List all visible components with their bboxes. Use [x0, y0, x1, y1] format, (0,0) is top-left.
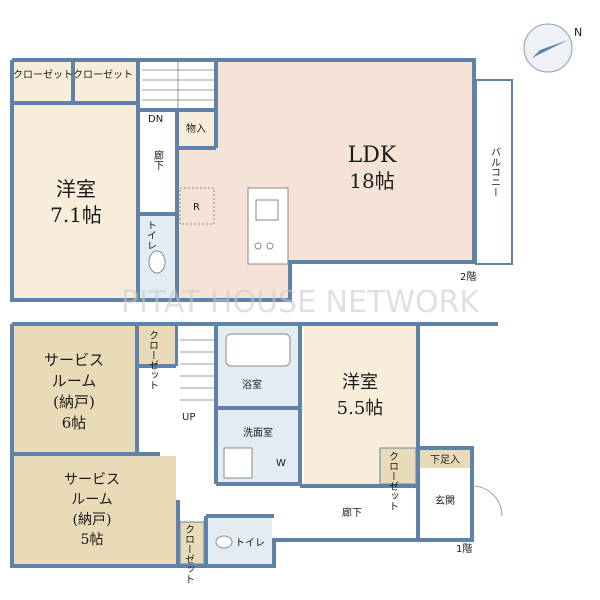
entrance-fill	[418, 470, 472, 538]
outer-wall-2f	[10, 58, 476, 302]
washroom-label: 洗面室	[243, 426, 273, 439]
compass-north-label: N	[574, 26, 582, 39]
western-room-2f-name: 洋室	[56, 177, 96, 201]
toilet-1f-icon	[215, 535, 233, 549]
corridor-2f-label: 廊下	[152, 149, 164, 171]
closet-2-label: クローゼット	[387, 451, 399, 511]
toilet-2f-icon	[148, 250, 166, 274]
first-floor: クローゼット クローゼット クローゼット UP W 下足入 玄関 サービス ルー…	[10, 322, 503, 584]
compass-icon: N	[523, 23, 582, 73]
service-room-2-line2: ルーム	[71, 492, 113, 508]
balcony-outline	[475, 79, 513, 265]
washbasin-icon	[223, 447, 253, 479]
western-room-2f-size: 7.1帖	[50, 203, 102, 227]
closet-b-label: クローゼット	[73, 69, 133, 81]
ldk-name: LDK	[348, 143, 397, 168]
service-room-2-size: 5帖	[81, 532, 104, 548]
toilet-2f-label: トイレ	[145, 220, 157, 250]
closet-1-fill	[139, 326, 175, 364]
washer-label: W	[276, 458, 286, 469]
balcony-label: バルコニー	[489, 147, 501, 197]
ldk-size: 18帖	[349, 169, 394, 193]
corridor-1f-label: 廊下	[342, 506, 362, 519]
walls-2f	[10, 58, 476, 302]
floor-1-label: 1階	[456, 543, 472, 555]
closet-b-fill	[74, 62, 132, 102]
stairs-2f	[142, 62, 214, 108]
service-room-1-size: 6帖	[62, 414, 87, 432]
closet-2-fill	[379, 447, 417, 485]
storage-fill	[178, 112, 214, 146]
entrance-step	[420, 450, 470, 468]
western-room-1f-size: 5.5帖	[337, 398, 384, 419]
kitchen	[247, 187, 289, 265]
kitchen-counter	[247, 187, 289, 265]
service-room-1-fill	[14, 326, 136, 452]
service-room-2-fill	[14, 456, 176, 564]
service-room-1-line1: サービス	[44, 351, 104, 369]
entrance-step-label: 下足入	[430, 454, 460, 466]
closet-1-label: クローゼット	[147, 330, 159, 390]
fridge-label: R	[193, 202, 200, 213]
stairs-up-label: UP	[182, 412, 195, 423]
service-room-1-line3: (納戸)	[53, 393, 95, 411]
stove-icon	[254, 242, 262, 250]
bathtub-icon	[225, 333, 291, 367]
toilet-1f-label: トイレ	[235, 538, 265, 549]
compass-needle	[532, 40, 568, 58]
closet-3-label: クローゼット	[183, 524, 195, 584]
sink-icon	[255, 199, 279, 221]
bathroom-label: 浴室	[242, 378, 262, 391]
entrance-door-icon	[471, 485, 503, 517]
closet-a-label: クローゼット	[13, 69, 73, 81]
stairs-1f	[180, 339, 214, 401]
second-floor: バルコニー DN 廊下 R トイレ クローゼット クローゼット 物入 洋室 7.…	[10, 58, 513, 302]
fridge-space	[179, 187, 215, 225]
service-room-2-line3: (納戸)	[73, 512, 112, 528]
stairs-dn-label: DN	[148, 114, 163, 125]
closet-a-fill	[14, 62, 72, 102]
outer-wall-1f-west	[10, 324, 474, 568]
western-room-1f-name: 洋室	[342, 372, 378, 393]
service-room-2-line1: サービス	[64, 472, 120, 488]
watermark: PITAT HOUSE NETWORK	[121, 285, 480, 320]
stove-icon	[266, 242, 274, 250]
closet-3-fill	[179, 521, 205, 565]
entrance-label: 玄関	[435, 494, 455, 507]
service-room-1-line2: ルーム	[52, 372, 97, 390]
storage-label: 物入	[186, 122, 206, 135]
floor-2-label: 2階	[460, 271, 476, 283]
walls-1f	[10, 322, 498, 568]
balcony: バルコニー	[475, 79, 513, 265]
